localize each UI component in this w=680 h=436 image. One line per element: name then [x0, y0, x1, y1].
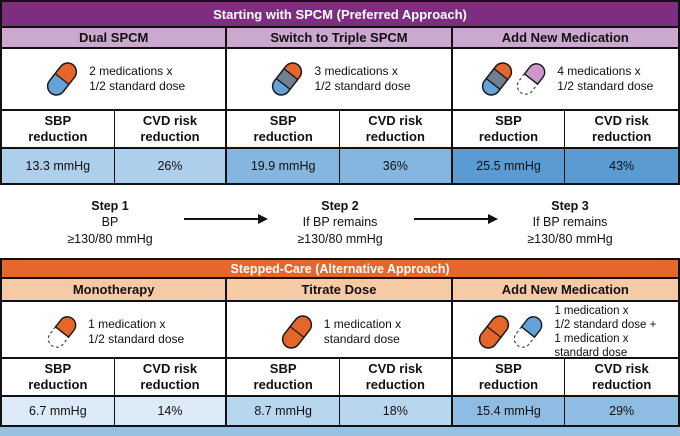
subheader-dual-spcm: Dual SPCM: [2, 28, 228, 47]
dose-text: 1/2 standard dose +: [554, 319, 657, 332]
step-3: Step 3 If BP remains ≥130/80 mmHg: [527, 199, 613, 246]
alternative-approach-title: Stepped-Care (Alternative Approach): [2, 260, 678, 279]
dose-text: 1 medication x: [323, 316, 402, 331]
sbp-value: 25.5 mmHg: [452, 149, 566, 183]
step-flow: Step 1 BP ≥130/80 mmHg Step 2 If BP rema…: [0, 185, 680, 258]
preferred-value-row: 13.3 mmHg 26% 19.9 mmHg 36% 25.5 mmHg 43…: [2, 149, 678, 183]
dose-text: standard dose: [323, 332, 400, 347]
dose-text: 3 medications x: [314, 63, 398, 78]
dose-text: 4 medications x: [557, 63, 641, 78]
cvd-value: 43%: [565, 149, 678, 183]
subheader-add-new-medication: Add New Medication: [501, 282, 629, 297]
pink-half-dashed-pill-icon: [517, 63, 546, 95]
blue-half-dashed-pill-icon: [514, 316, 543, 348]
alternative-value-row: 6.7 mmHg 14% 8.7 mmHg 18% 15.4 mmHg 29%: [2, 397, 678, 425]
dual-segment-pill-icon: [46, 62, 78, 96]
dose-text: 1 medication x: [554, 305, 629, 317]
sbp-value: 19.9 mmHg: [227, 149, 340, 183]
add-new-medication-cell-bottom: 1 medication x 1/2 standard dose + 1 med…: [453, 302, 678, 362]
triple-segment-pill-icon: [482, 62, 513, 96]
sbp-value: 6.7 mmHg: [2, 397, 115, 425]
step-arrow-2-icon: [414, 218, 496, 220]
titrate-dose-cell: 1 medication x standard dose: [227, 302, 453, 363]
add-new-medication-cell-top: 4 medications x 1/2 standard dose: [453, 49, 678, 109]
step-2: Step 2 If BP remains ≥130/80 mmHg: [297, 199, 383, 246]
preferred-approach-title: Starting with SPCM (Preferred Approach): [2, 2, 678, 28]
triple-segment-pill-icon: [272, 62, 303, 96]
sbp-value: 8.7 mmHg: [227, 397, 340, 425]
sbp-value: 15.4 mmHg: [452, 397, 566, 425]
dose-text: 1/2 standard dose: [557, 79, 654, 93]
dose-text: 1 medication x: [554, 333, 629, 346]
dose-text: 2 medications x: [89, 63, 173, 78]
subheader-switch-triple-spcm: Switch to Triple SPCM: [227, 28, 453, 47]
sbp-value: 13.3 mmHg: [2, 149, 115, 183]
alternative-pill-row: 1 medication x 1/2 standard dose: [2, 302, 678, 363]
cvd-value: 29%: [565, 397, 678, 425]
orange-full-pill-icon: [479, 315, 510, 349]
preferred-pill-row: 2 medications x 1/2 standard dose: [2, 49, 678, 111]
dual-spcm-cell: 2 medications x 1/2 standard dose: [2, 49, 228, 109]
cvd-value: 14%: [114, 397, 228, 425]
subheader-add-new-medication: Add New Medication: [501, 30, 629, 45]
alternative-subheader-row: Monotherapy Titrate Dose Add New Medicat…: [2, 279, 678, 302]
triple-spcm-cell: 3 medications x 1/2 standard dose: [227, 49, 453, 109]
cropped-bottom-strip: [0, 427, 680, 436]
dose-text: standard dose: [554, 347, 628, 360]
dose-text: 1/2 standard dose: [88, 332, 185, 347]
preferred-approach-table: Starting with SPCM (Preferred Approach) …: [0, 0, 680, 185]
orange-full-pill-icon: [281, 315, 312, 349]
cvd-value: 18%: [339, 397, 453, 425]
step-arrow-1-icon: [184, 218, 266, 220]
cvd-value: 36%: [339, 149, 453, 183]
dose-text: 1/2 standard dose: [89, 79, 186, 93]
cvd-value: 26%: [114, 149, 228, 183]
dose-text: 1/2 standard dose: [314, 79, 411, 93]
monotherapy-cell: 1 medication x 1/2 standard dose: [2, 302, 228, 363]
subheader-titrate-dose: Titrate Dose: [227, 279, 453, 300]
step-1: Step 1 BP ≥130/80 mmHg: [67, 199, 153, 246]
orange-half-dashed-pill-icon: [47, 316, 77, 348]
alternative-approach-table: Stepped-Care (Alternative Approach) Mono…: [0, 258, 680, 427]
preferred-subheader-row: Dual SPCM Switch to Triple SPCM Add New …: [2, 28, 678, 49]
subheader-monotherapy: Monotherapy: [2, 279, 228, 300]
dose-text: 1 medication x: [88, 316, 166, 331]
